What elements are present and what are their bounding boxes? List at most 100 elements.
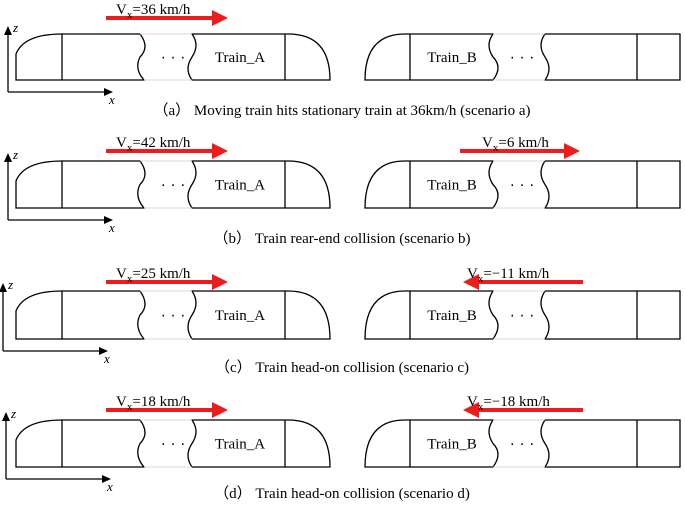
train-a-velocity-label: Vx=25 km/h: [116, 266, 191, 285]
train-a-velocity-label-value: 25 km/h: [141, 266, 191, 282]
x-axis-label: x: [108, 220, 115, 235]
train-a-velocity-arrow: [106, 402, 228, 418]
z-axis-arrowhead: [4, 26, 12, 35]
train-a-ellipsis: · · ·: [161, 49, 186, 66]
train-a: · · · Train_A: [15, 290, 331, 340]
train-b-velocity-arrow: [460, 143, 580, 159]
train-a-velocity-label-subscript: x: [127, 142, 133, 154]
train-a-right-car: [187, 160, 331, 209]
train-a-velocity-label-equals: =: [132, 394, 140, 410]
train-b-velocity-arrow: [463, 274, 583, 290]
train-b-velocity-label-equals: =: [483, 394, 491, 410]
train-a-velocity-arrow-head: [212, 143, 228, 159]
x-axis-arrowhead: [104, 88, 113, 96]
train-b-velocity-arrow-head: [564, 143, 580, 159]
train-b-label: Train_B: [427, 437, 476, 453]
train-b-velocity-arrow-head: [463, 274, 479, 290]
train-b: Train_B · · ·: [364, 419, 681, 468]
train-b-velocity-label-equals: =: [498, 135, 506, 151]
train-a-label: Train_A: [215, 308, 265, 324]
train-a: · · · Train_A: [15, 160, 331, 209]
train-b-velocity-label-symbol: V: [482, 135, 493, 151]
axes: zx: [4, 147, 115, 235]
train-b-right-car: [540, 33, 681, 81]
train-a-velocity-label-equals: =: [132, 135, 140, 151]
train-b-left-car: [364, 33, 499, 81]
train-b: Train_B· · ·: [364, 160, 681, 209]
scenario-caption: （c） Train head-on collision (scenario c): [215, 359, 469, 376]
train-b-right-car: [540, 290, 681, 340]
train-b: Train_B · · ·: [364, 290, 681, 340]
train-a-velocity-label-subscript: x: [127, 273, 133, 285]
train-b-velocity-label-symbol: V: [467, 266, 478, 282]
train-a-velocity-label-subscript: x: [127, 401, 133, 413]
scenario-caption: （a） Moving train hits stationary train a…: [154, 102, 531, 119]
train-a-label: Train_A: [215, 178, 265, 194]
train-b-ellipsis: · · ·: [510, 49, 535, 66]
z-axis-label: z: [10, 406, 16, 421]
x-axis-arrowhead: [104, 216, 113, 224]
train-b-left-car: [364, 290, 499, 340]
x-axis-arrowhead: [102, 475, 111, 483]
train-a-left-car: [15, 33, 146, 81]
z-axis-label: z: [12, 147, 18, 162]
train-b-velocity-arrow: [463, 402, 583, 418]
train-a-velocity-label: Vx=36 km/h: [116, 2, 191, 21]
train-b-ellipsis: · · ·: [510, 436, 535, 453]
train-a-velocity-arrow: [106, 274, 228, 290]
train-b-velocity-label-subscript: x: [478, 401, 484, 413]
train-b-velocity-label: Vx=6 km/h: [482, 135, 549, 154]
z-axis-label: z: [12, 20, 18, 35]
train-b-ellipsis: · · ·: [510, 307, 535, 324]
train-b-label: Train_B: [427, 50, 476, 66]
axes: zx: [4, 20, 115, 107]
train-b-velocity-label-symbol: V: [467, 394, 478, 410]
train-a-velocity-label-equals: =: [132, 2, 140, 18]
train-a-velocity-label: Vx=18 km/h: [116, 394, 191, 413]
train-b-left-car: [364, 419, 499, 468]
train-b-velocity-label-value: −11 km/h: [492, 266, 550, 282]
train-a-velocity-label-equals: =: [132, 266, 140, 282]
train-a-velocity-arrow-head: [212, 10, 228, 26]
scenario-caption: （b） Train rear-end collision (scenario b…: [214, 230, 471, 247]
train-a-left-car: [15, 160, 146, 209]
train-b: Train_B · · ·: [364, 33, 681, 81]
train-a-ellipsis: · · ·: [161, 177, 186, 194]
train-a-velocity-label-subscript: x: [127, 9, 133, 21]
train-b-left-car: [364, 160, 499, 209]
train-a-label: Train_A: [215, 50, 265, 66]
train-b-label: Train_B: [427, 308, 476, 324]
train-a-velocity-arrow: [106, 143, 228, 159]
train-a-velocity-label-value: 42 km/h: [141, 135, 191, 151]
train-b-velocity-label: Vx=−18 km/h: [467, 394, 550, 413]
train-b-velocity-label-value: 6 km/h: [507, 135, 550, 151]
train-a-velocity-label-symbol: V: [116, 135, 127, 151]
train-b-velocity-label-equals: =: [483, 266, 491, 282]
train-a-right-car: [187, 290, 331, 340]
train-a-velocity-label-value: 18 km/h: [141, 394, 191, 410]
train-a-ellipsis: · · ·: [161, 307, 186, 324]
train-a-velocity-label-value: 36 km/h: [141, 2, 191, 18]
train-a-velocity-label-symbol: V: [116, 266, 127, 282]
axes: zx: [0, 277, 110, 366]
z-axis-arrowhead: [4, 153, 12, 162]
train-a-velocity-label-symbol: V: [116, 394, 127, 410]
train-a-velocity-arrow: [106, 10, 228, 26]
train-a: · · · Train_A: [15, 33, 331, 81]
train-a-velocity-label-symbol: V: [116, 2, 127, 18]
train-a-left-car: [15, 419, 146, 468]
x-axis-label: x: [106, 479, 113, 494]
train-b-right-car: [540, 419, 681, 468]
scenario-caption: （d） Train head-on collision (scenario d): [214, 485, 470, 502]
train-a-velocity-label: Vx=42 km/h: [116, 135, 191, 154]
x-axis-label: x: [103, 351, 110, 366]
train-b-velocity-label-subscript: x: [478, 273, 484, 285]
train-b-right-car: [540, 160, 681, 209]
train-a-velocity-arrow-head: [212, 274, 228, 290]
train-a-right-car: [187, 33, 331, 81]
